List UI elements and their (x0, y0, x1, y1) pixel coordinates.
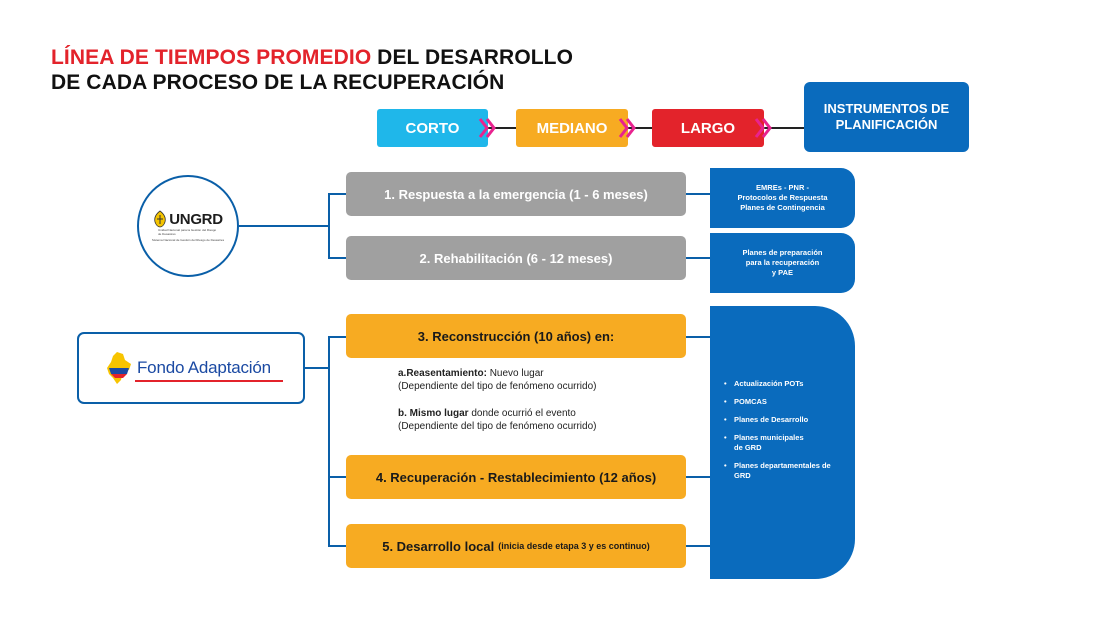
instrumentos-label: INSTRUMENTOS DE PLANIFICACIÓN (823, 101, 950, 132)
title-highlight: LÍNEA DE TIEMPOS PROMEDIO (51, 46, 372, 69)
ungrd-subtitle-2: Sistema Nacional de Gestión del Riesgo d… (151, 238, 225, 242)
reasentamiento-item: a.Reasentamiento: Nuevo lugar (Dependien… (398, 367, 596, 393)
ungrd-subtitle: Unidad Nacional para la Gestión del Ries… (158, 228, 217, 236)
mismo-lugar-rest: donde ocurrió el evento (468, 408, 576, 419)
ungrd-name: UNGRD (169, 210, 223, 228)
connector-line (328, 336, 330, 547)
mismo-lugar-item: b. Mismo lugar donde ocurrió el evento (… (398, 407, 596, 433)
double-chevron-icon (478, 118, 496, 138)
double-chevron-icon (618, 118, 636, 138)
title-line2: DE CADA PROCESO DE LA RECUPERACIÓN (51, 71, 505, 94)
connector-line (328, 336, 346, 338)
connector-line (686, 193, 710, 195)
timeline-connector (628, 127, 652, 129)
double-chevron-icon (754, 118, 772, 138)
process-rehabilitacion: 2. Rehabilitación (6 - 12 meses) (346, 236, 686, 280)
timeline-tab-mediano: MEDIANO (516, 109, 628, 147)
instrument-2-line1: Planes de preparación (742, 248, 823, 257)
fondo-underline (135, 380, 283, 382)
instrumentos-header: INSTRUMENTOS DE PLANIFICACIÓN (804, 82, 969, 152)
reasentamiento-bold: a.Reasentamiento: (398, 368, 487, 379)
mismo-lugar-note: (Dependiente del tipo de fenómeno ocurri… (398, 421, 597, 432)
fondo-adaptacion-logo: Fondo Adaptación (77, 332, 305, 404)
process-4-label: 4. Recuperación - Restablecimiento (12 a… (375, 469, 657, 485)
colombia-map-icon (107, 352, 131, 384)
title-rest: DEL DESARROLLO (371, 46, 574, 69)
connector-line (328, 476, 346, 478)
instrument-list-item: POMCAS (724, 397, 855, 407)
process-5-note: (inicia desde etapa 3 y es continuo) (498, 541, 650, 551)
fondo-adaptacion-name: Fondo Adaptación (137, 358, 271, 377)
instrument-list-item: Planes departamentales de GRD (724, 461, 834, 481)
instrument-list: Actualización POTs POMCAS Planes de Desa… (724, 379, 855, 481)
timeline-label-corto: CORTO (405, 119, 460, 137)
instrument-1-line3: Planes de Contingencia (740, 203, 825, 212)
connector-line (686, 336, 710, 338)
connector-line (305, 367, 329, 369)
process-recuperacion: 4. Recuperación - Restablecimiento (12 a… (346, 455, 686, 499)
connector-line (328, 257, 346, 259)
ungrd-logo: UNGRD Unidad Nacional para la Gestión de… (137, 175, 239, 277)
instrument-panel-3: Actualización POTs POMCAS Planes de Desa… (710, 306, 855, 579)
page-title: LÍNEA DE TIEMPOS PROMEDIO DEL DESARROLLO… (51, 45, 573, 95)
connector-line (328, 545, 346, 547)
connector-line (328, 193, 330, 259)
connector-line (686, 257, 710, 259)
timeline-connector (764, 127, 804, 129)
instrument-list-item: Actualización POTs (724, 379, 855, 389)
process-1-label: 1. Respuesta a la emergencia (1 - 6 mese… (384, 186, 648, 202)
reasentamiento-rest: Nuevo lugar (486, 368, 544, 379)
timeline-label-largo: LARGO (680, 119, 736, 137)
connector-line (239, 225, 329, 227)
connector-line (328, 193, 346, 195)
timeline-tab-corto: CORTO (377, 109, 488, 147)
process-respuesta-emergencia: 1. Respuesta a la emergencia (1 - 6 mese… (346, 172, 686, 216)
instrument-panel-2: Planes de preparación para la recuperaci… (710, 233, 855, 293)
timeline-label-mediano: MEDIANO (536, 119, 608, 137)
timeline-tab-largo: LARGO (652, 109, 764, 147)
instrument-2-line3: y PAE (771, 268, 794, 277)
instrument-1-line2: Protocolos de Respuesta (737, 193, 828, 202)
process-desarrollo-local: 5. Desarrollo local(inicia desde etapa 3… (346, 524, 686, 568)
process-5-label: 5. Desarrollo local (382, 538, 495, 554)
timeline-connector (488, 127, 516, 129)
ungrd-emblem-icon (154, 210, 166, 228)
instrument-list-item: Planes de Desarrollo (724, 415, 855, 425)
connector-line (686, 545, 710, 547)
reasentamiento-note: (Dependiente del tipo de fenómeno ocurri… (398, 381, 597, 392)
mismo-lugar-bold: b. Mismo lugar (398, 408, 469, 419)
process-reconstruccion: 3. Reconstrucción (10 años) en: (346, 314, 686, 358)
process-3-label: 3. Reconstrucción (10 años) en: (417, 328, 615, 344)
instrument-list-item: Planes municipales de GRD (724, 433, 804, 453)
instrument-1-line1: EMREs - PNR - (756, 183, 809, 192)
instrument-panel-1: EMREs - PNR - Protocolos de Respuesta Pl… (710, 168, 855, 228)
connector-line (686, 476, 710, 478)
process-2-label: 2. Rehabilitación (6 - 12 meses) (419, 250, 613, 266)
instrument-2-line2: para la recuperación (745, 258, 820, 267)
